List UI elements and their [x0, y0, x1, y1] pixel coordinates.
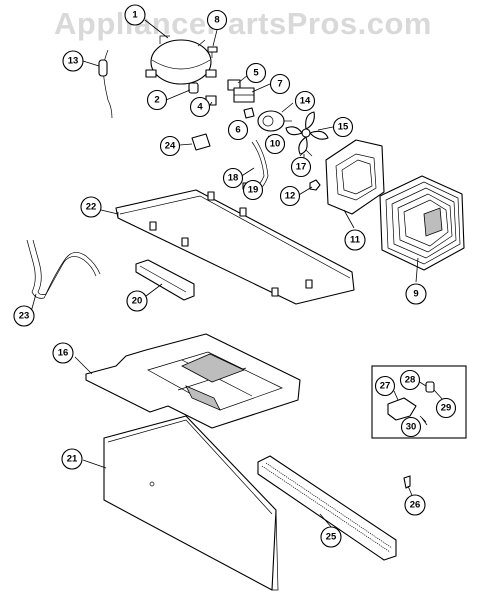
callout-28: 28 [399, 369, 421, 391]
fan-shroud [325, 139, 385, 215]
svg-text:1: 1 [132, 10, 138, 21]
svg-text:12: 12 [285, 191, 296, 202]
callout-12: 12 [279, 185, 301, 207]
callout-15: 15 [332, 116, 354, 138]
svg-text:9: 9 [413, 289, 418, 300]
callout-10: 10 [264, 133, 286, 155]
base-panel [115, 189, 355, 305]
svg-text:6: 6 [235, 125, 240, 136]
callout-18: 18 [222, 167, 244, 189]
svg-text:23: 23 [19, 311, 30, 322]
svg-text:29: 29 [441, 403, 452, 414]
svg-text:22: 22 [86, 202, 97, 213]
svg-text:24: 24 [165, 141, 176, 152]
svg-text:21: 21 [67, 454, 78, 465]
grommet [188, 82, 199, 94]
callout-2: 2 [146, 89, 168, 111]
clip-small [403, 475, 411, 489]
grille [257, 455, 397, 561]
fan-motor [257, 110, 292, 132]
callout-7: 7 [269, 73, 291, 95]
motor-bracket [299, 149, 313, 157]
callout-13: 13 [62, 50, 84, 72]
svg-text:10: 10 [270, 139, 281, 150]
screw [207, 46, 218, 58]
drain-tube [26, 239, 101, 299]
nut [309, 179, 321, 191]
svg-text:13: 13 [68, 56, 79, 67]
clip [243, 107, 255, 119]
svg-text:17: 17 [296, 162, 307, 173]
callout-19: 19 [242, 179, 264, 201]
drier-tube [98, 49, 113, 119]
callout-23: 23 [13, 305, 35, 327]
callout-17: 17 [290, 156, 312, 178]
callout-21: 21 [61, 448, 83, 470]
svg-text:8: 8 [214, 15, 219, 26]
svg-text:26: 26 [410, 500, 421, 511]
callout-26: 26 [404, 494, 426, 516]
svg-text:19: 19 [248, 185, 259, 196]
drain-pan [85, 333, 301, 429]
callout-8: 8 [206, 9, 228, 31]
compressor [145, 35, 217, 85]
svg-text:4: 4 [197, 102, 203, 113]
callout-25: 25 [320, 526, 342, 548]
callout-20: 20 [126, 290, 148, 312]
svg-text:7: 7 [277, 79, 282, 90]
mount-bracket [191, 133, 211, 151]
callout-29: 29 [435, 397, 457, 419]
channel [135, 259, 195, 301]
callout-11: 11 [344, 229, 366, 251]
callout-30: 30 [400, 416, 422, 438]
svg-text:14: 14 [300, 96, 311, 107]
callout-4: 4 [189, 96, 211, 118]
svg-text:18: 18 [228, 173, 239, 184]
svg-text:20: 20 [132, 296, 143, 307]
callout-22: 22 [80, 196, 102, 218]
fan-blade [285, 111, 329, 155]
evaporator-cover [379, 175, 465, 271]
svg-text:5: 5 [253, 68, 259, 79]
callout-9: 9 [405, 283, 427, 305]
callout-14: 14 [294, 90, 316, 112]
callout-16: 16 [52, 342, 74, 364]
svg-text:2: 2 [154, 95, 159, 106]
relay-cover [233, 87, 255, 103]
svg-text:28: 28 [405, 375, 416, 386]
watermark-text: AppliancePartsPros.com [54, 6, 432, 41]
svg-text:16: 16 [58, 348, 69, 359]
callout-27: 27 [374, 375, 396, 397]
callout-1: 1 [124, 4, 146, 26]
svg-text:27: 27 [380, 381, 391, 392]
svg-text:15: 15 [338, 122, 349, 133]
svg-text:30: 30 [406, 422, 417, 433]
callout-5: 5 [245, 62, 267, 84]
callout-24: 24 [159, 135, 181, 157]
svg-text:11: 11 [350, 235, 361, 246]
svg-text:25: 25 [326, 532, 337, 543]
callout-6: 6 [227, 119, 249, 141]
front-cover [103, 415, 279, 591]
